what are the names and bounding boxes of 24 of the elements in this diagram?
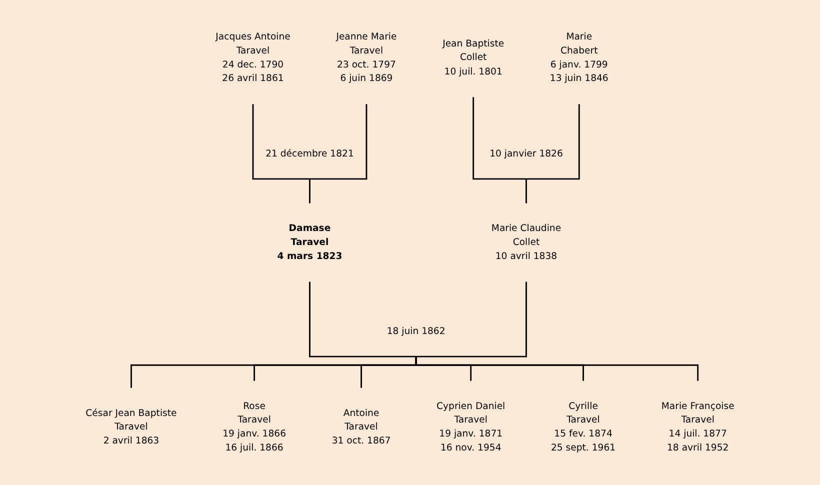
node-text: Marie Claudine Collet 10 avril 1838: [491, 222, 562, 262]
node-text: Rose Taravel 19 janv. 1866 16 juil. 1866: [222, 400, 286, 454]
connector: [472, 97, 526, 180]
connector: [415, 356, 699, 381]
node-text: Jacques Antoine Taravel 24 dec. 1790 26 avril 1861: [216, 31, 290, 84]
connector: [309, 178, 310, 204]
connector: [252, 104, 310, 180]
node-text: Cyprien Daniel Taravel 19 janv. 1871 16 nov. 1954: [436, 400, 506, 454]
connector: [526, 104, 580, 180]
node-text: Marie Françoise Taravel 14 juil. 1877 18 avril 1952: [661, 400, 734, 454]
connector: [416, 282, 527, 358]
connector: [310, 104, 368, 180]
node-text: 21 décembre 1821: [266, 148, 354, 159]
connector: [526, 178, 527, 204]
node-text: Jeanne Marie Taravel 23 oct. 1797 6 juin 1869: [336, 31, 397, 84]
connector: [309, 282, 416, 358]
node-text: Marie Chabert 6 janv. 1799 13 juin 1846: [550, 31, 608, 84]
node-text: 18 juin 1862: [386, 326, 446, 336]
node-text: 10 janvier 1826: [490, 148, 563, 159]
node-text: Antoine Taravel 31 oct. 1867: [332, 408, 391, 446]
node-text: Jean Baptiste Collet 10 juil. 1801: [442, 38, 504, 78]
node-text: Cyrille Taravel 15 fev. 1874 25 sept. 1961: [550, 400, 616, 454]
node-text: Damase Taravel 4 mars 1823: [277, 222, 342, 262]
node-text: César Jean Baptiste Taravel 2 avril 1863: [86, 408, 177, 446]
